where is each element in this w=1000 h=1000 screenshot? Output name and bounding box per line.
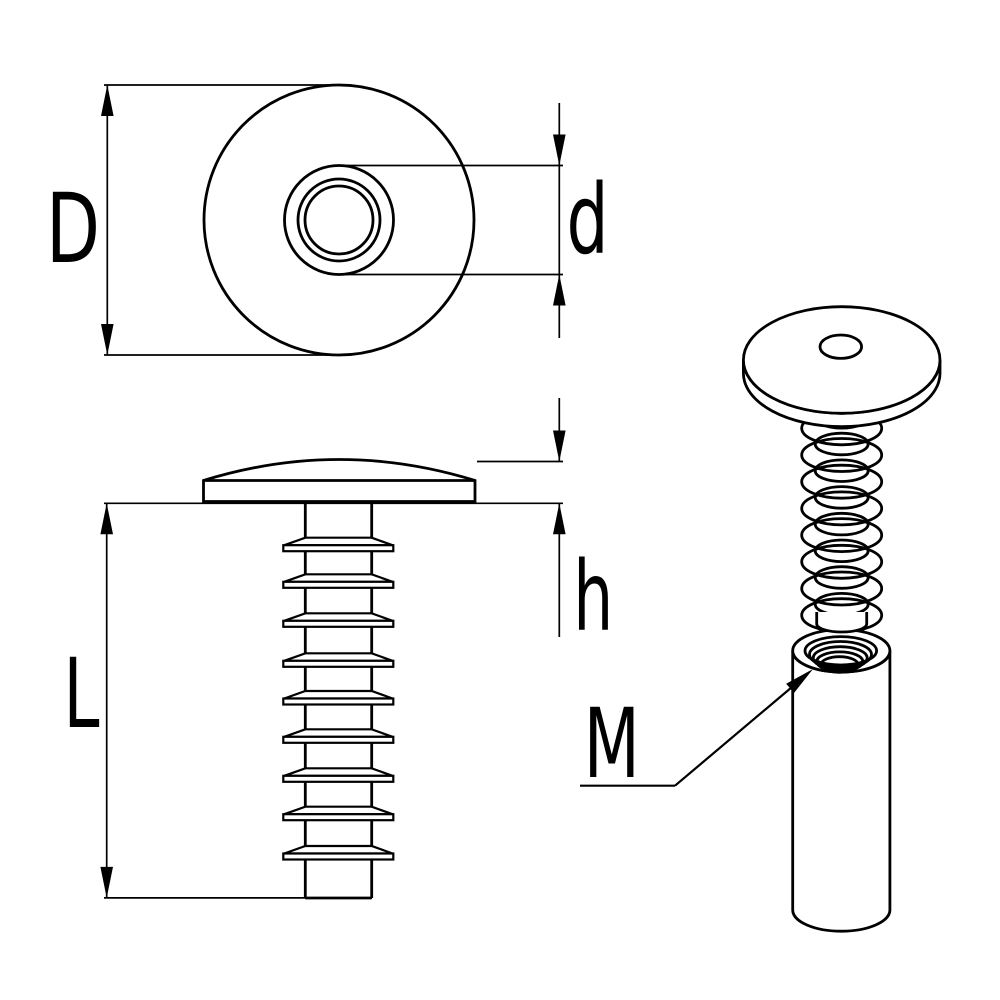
- thread-ring-flange: [800, 437, 884, 473]
- thread-ring-flange: [800, 517, 884, 553]
- thread-fin-taper: [283, 767, 393, 777]
- thread-fin-plate: [282, 544, 395, 553]
- dimension-L: L: [64, 502, 563, 899]
- thread-fin-taper: [283, 805, 393, 816]
- arrowhead-down-icon: [101, 324, 114, 355]
- isometric-view: M: [580, 305, 942, 933]
- leader-line: [674, 683, 796, 787]
- arrowhead-up-icon: [553, 503, 566, 535]
- thread-fin-taper: [283, 689, 393, 700]
- arrowhead-down-icon: [553, 134, 566, 166]
- thread-fin-plate: [282, 580, 395, 589]
- dimension-h: h: [477, 398, 613, 653]
- head-center-hole: [818, 333, 863, 360]
- thread-ring-flange: [800, 570, 884, 607]
- screw-tip: [815, 612, 869, 634]
- dim-label-L: L: [64, 638, 100, 750]
- head-top-face: [742, 305, 942, 415]
- thread-fin-taper: [283, 612, 393, 622]
- thread-ring-flange: [800, 543, 884, 580]
- dim-label-M: M: [584, 688, 640, 800]
- dimension-d: d: [340, 103, 609, 338]
- thread-ring-flange: [800, 490, 884, 527]
- thread-fin-taper: [283, 536, 393, 547]
- arrowhead-down-icon: [100, 866, 113, 898]
- thread-crest: [808, 640, 873, 669]
- thread-fin-plate: [282, 813, 395, 822]
- thread-fin-stack: [282, 536, 395, 861]
- dim-label-D: D: [46, 173, 100, 285]
- thread-crest: [811, 645, 869, 671]
- arrowhead-up-icon: [553, 274, 566, 306]
- sleeve-internal-thread: [803, 635, 878, 674]
- dim-label-d: d: [567, 164, 609, 276]
- thread-fin-taper: [283, 728, 393, 738]
- callout-M: M: [580, 669, 813, 800]
- thread-ring-flange: [800, 463, 884, 500]
- thread-fin-taper: [283, 573, 393, 583]
- thread-fin-plate: [282, 697, 395, 706]
- thread-ring-stack: [800, 405, 884, 634]
- thread-fin-plate: [282, 852, 395, 861]
- center-hole-circle: [303, 184, 375, 256]
- leader-arrowhead-icon: [786, 669, 813, 693]
- side-view: L h: [64, 398, 613, 900]
- dim-label-h: h: [573, 541, 613, 653]
- arrowhead-up-icon: [100, 503, 113, 535]
- thread-fin-plate: [282, 735, 395, 744]
- thread-fin-taper: [283, 652, 393, 662]
- dimension-D: D: [46, 84, 345, 356]
- thread-fin-plate: [282, 619, 395, 628]
- screw-head-iso: [742, 305, 942, 428]
- top-view: D d: [46, 83, 609, 357]
- arrowhead-down-icon: [553, 430, 566, 462]
- thread-fin-plate: [282, 659, 395, 668]
- sleeve-body: [791, 650, 892, 933]
- thread-fin-taper: [283, 844, 393, 855]
- screw-head-side: [202, 458, 477, 503]
- tip-outline: [815, 612, 869, 634]
- thread-fin-plate: [282, 774, 395, 783]
- tip-fill: [816, 612, 867, 632]
- bore-rim: [803, 635, 878, 667]
- arrowhead-up-icon: [101, 85, 114, 116]
- thread-crest: [819, 655, 860, 674]
